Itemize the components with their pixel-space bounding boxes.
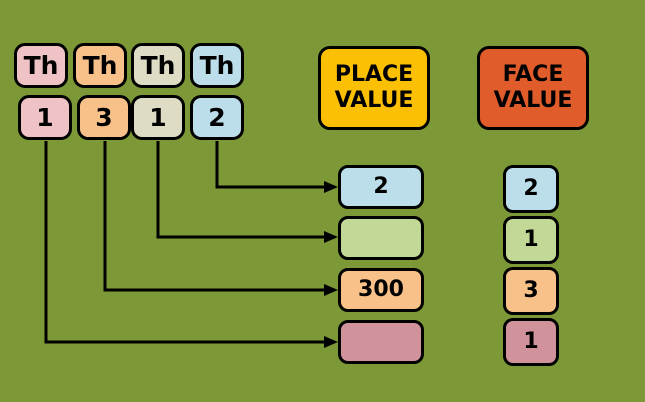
place-label-card-2[interactable]: Th bbox=[73, 43, 127, 88]
place-label-card-3[interactable]: Th bbox=[131, 43, 185, 88]
place-value-box-4[interactable] bbox=[338, 320, 424, 364]
digit-card-3[interactable]: 1 bbox=[131, 95, 185, 140]
face-value-box-4[interactable]: 1 bbox=[503, 318, 559, 366]
place-value-box-2[interactable] bbox=[338, 216, 424, 260]
place-label-text: Th bbox=[23, 51, 59, 80]
digit-text: 2 bbox=[208, 103, 226, 132]
wire-col2 bbox=[103, 141, 326, 292]
place-value-header-line1: PLACE bbox=[334, 62, 414, 88]
place-label-text: Th bbox=[199, 51, 235, 80]
face-value-text: 3 bbox=[523, 278, 539, 303]
place-value-text: 2 bbox=[373, 174, 389, 199]
arrowhead-row4 bbox=[324, 336, 338, 348]
face-value-box-3[interactable]: 3 bbox=[503, 267, 559, 315]
face-value-text: 2 bbox=[523, 176, 539, 201]
face-value-header[interactable]: FACE VALUE bbox=[477, 46, 589, 130]
face-value-header-line1: FACE bbox=[502, 62, 564, 88]
arrowhead-row2 bbox=[324, 231, 338, 243]
face-value-text: 1 bbox=[523, 227, 539, 252]
face-value-box-2[interactable]: 1 bbox=[503, 216, 559, 264]
arrowhead-row3 bbox=[324, 284, 338, 296]
wire-col1 bbox=[44, 141, 326, 344]
digit-card-4[interactable]: 2 bbox=[190, 95, 244, 140]
digit-card-2[interactable]: 3 bbox=[77, 95, 131, 140]
face-value-text: 1 bbox=[523, 329, 539, 354]
wire-arrowheads bbox=[324, 181, 338, 348]
place-value-header-line2: VALUE bbox=[334, 88, 414, 113]
digit-text: 3 bbox=[95, 103, 113, 132]
digit-text: 1 bbox=[149, 103, 167, 132]
wire-col4 bbox=[215, 141, 326, 189]
digit-card-1[interactable]: 1 bbox=[18, 95, 72, 140]
face-value-box-1[interactable]: 2 bbox=[503, 165, 559, 213]
arrowhead-row1 bbox=[324, 181, 338, 193]
place-label-card-1[interactable]: Th bbox=[14, 43, 68, 88]
place-label-card-4[interactable]: Th bbox=[190, 43, 244, 88]
place-value-box-3[interactable]: 300 bbox=[338, 268, 424, 312]
place-label-text: Th bbox=[140, 51, 176, 80]
wire-col3 bbox=[156, 141, 326, 239]
digit-text: 1 bbox=[36, 103, 54, 132]
face-value-header-line2: VALUE bbox=[493, 88, 573, 113]
place-value-header[interactable]: PLACE VALUE bbox=[318, 46, 430, 130]
place-value-box-1[interactable]: 2 bbox=[338, 165, 424, 209]
place-label-text: Th bbox=[82, 51, 118, 80]
place-value-text: 300 bbox=[358, 277, 404, 302]
